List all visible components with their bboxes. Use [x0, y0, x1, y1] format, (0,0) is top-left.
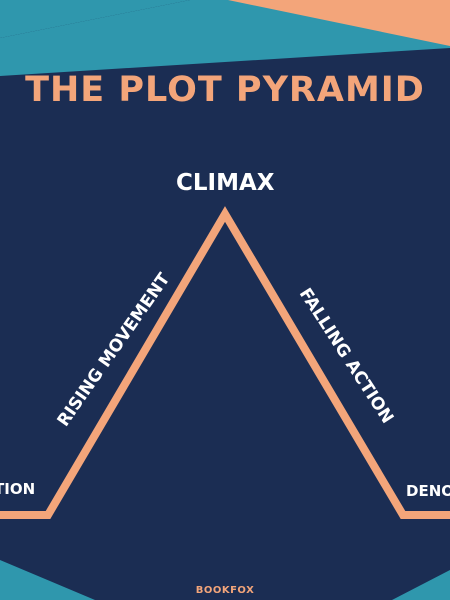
page-title: THE PLOT PYRAMID [25, 70, 425, 110]
bottom-right-teal-shape [392, 570, 450, 600]
brand-logo-text: BOOKFOX [195, 585, 255, 596]
exposition-label: TION [0, 480, 36, 498]
climax-label: CLIMAX [176, 170, 275, 196]
top-right-orange-shape [228, 0, 450, 46]
bottom-left-teal-shape [0, 560, 95, 600]
denouement-label: DENO [406, 482, 450, 500]
plot-pyramid-line [0, 206, 450, 519]
